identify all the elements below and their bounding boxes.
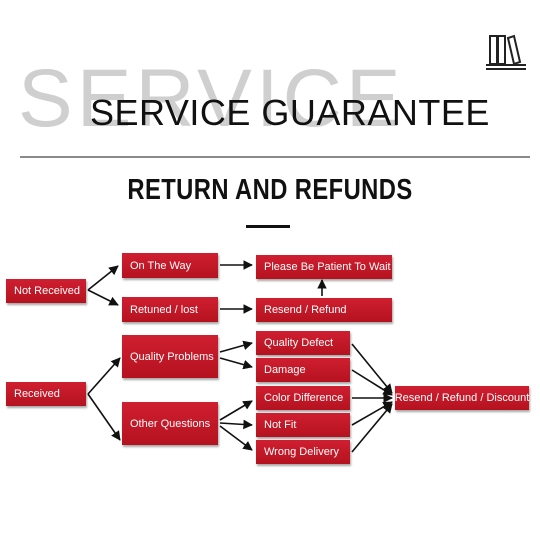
arrow-notfit-discount [351, 401, 393, 426]
arrow-notreceived-returned [87, 289, 119, 306]
quality-problems-box: Quality Problems [122, 335, 218, 378]
color-difference-box: Color Difference [256, 386, 350, 410]
on-the-way-box: On The Way [122, 253, 218, 278]
arrow-damage-discount [351, 369, 393, 396]
subtitle-underline [246, 225, 290, 228]
arrow-quality-damage [219, 357, 253, 370]
arrow-other-wrong [219, 425, 253, 451]
not-fit-box: Not Fit [256, 413, 350, 437]
other-questions-box: Other Questions [122, 402, 218, 445]
arrow-received-other [87, 393, 121, 441]
received-box: Received [6, 382, 86, 406]
not-received-box: Not Received [6, 279, 86, 303]
arrow-other-color [219, 400, 253, 421]
arrow-notreceived-ontheway [87, 265, 119, 291]
resend-refund-discount-box: Resend / Refund / Discount [395, 386, 529, 410]
arrow-received-quality [87, 357, 121, 395]
quality-defect-box: Quality Defect [256, 331, 350, 355]
arrow-other-notfit [219, 419, 253, 430]
page-title: SERVICE GUARANTEE [90, 92, 490, 133]
patient-wait-box: Please Be Patient To Wait [256, 255, 392, 279]
resend-refund-box: Resend / Refund [256, 298, 392, 322]
bookshelf-icon [486, 34, 526, 70]
arrow-defect-discount [351, 343, 393, 394]
section-subtitle: RETURN AND REFUNDS [127, 174, 413, 206]
arrow-quality-defect [219, 340, 253, 353]
header-divider [20, 156, 530, 158]
returned-lost-box: Retuned / lost [122, 297, 218, 322]
wrong-delivery-box: Wrong Delivery [256, 440, 350, 464]
damage-box: Damage [256, 358, 350, 382]
arrow-wrong-discount [351, 403, 393, 453]
background-watermark-word: SERVICE [18, 53, 405, 144]
